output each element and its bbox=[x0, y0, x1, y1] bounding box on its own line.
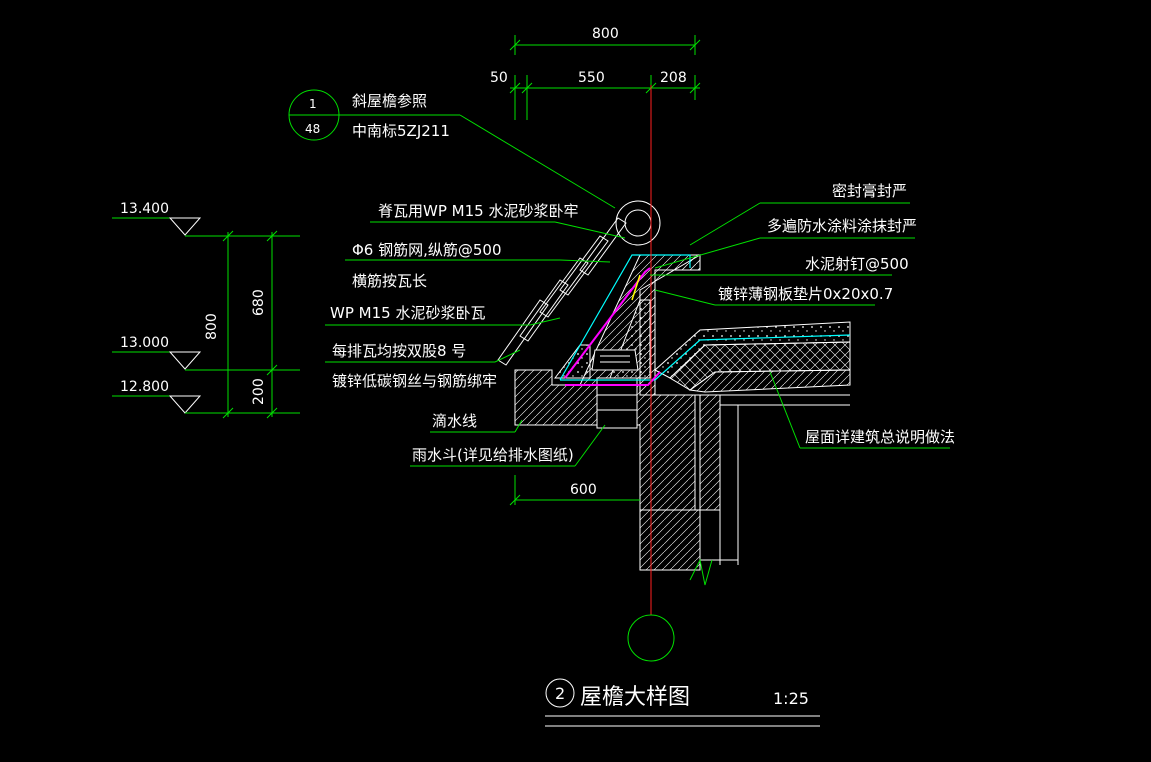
elevation-marks bbox=[112, 217, 300, 419]
note-wire-line2: 镀锌低碳钢丝与钢筋绑牢 bbox=[332, 372, 497, 390]
dim-800-left: 800 bbox=[204, 313, 220, 340]
eave-section bbox=[497, 200, 851, 571]
detail-ref-number: 1 bbox=[309, 97, 317, 111]
dim-800-top: 800 bbox=[592, 26, 619, 42]
note-drip: 滴水线 bbox=[432, 412, 477, 430]
elevation-13000: 13.000 bbox=[120, 335, 169, 351]
left-leaders bbox=[325, 221, 640, 506]
dim-550: 550 bbox=[578, 70, 605, 86]
note-ref-line1: 斜屋檐参照 bbox=[352, 92, 427, 110]
title-number: 2 bbox=[555, 684, 565, 703]
title-name: 屋檐大样图 bbox=[580, 685, 690, 710]
note-sealant: 密封膏封严 bbox=[832, 182, 907, 200]
dim-200: 200 bbox=[251, 378, 267, 405]
axis-line bbox=[627, 85, 713, 662]
right-leaders bbox=[650, 202, 950, 449]
dim-600: 600 bbox=[570, 482, 597, 498]
drawing-title bbox=[545, 678, 820, 727]
note-waterproof: 多遍防水涂料涂抹封严 bbox=[767, 217, 917, 235]
note-mesh-line2: 横筋按瓦长 bbox=[352, 272, 427, 290]
note-plate: 镀锌薄钢板垫片0x20x0.7 bbox=[718, 285, 893, 303]
note-mesh-line1: Φ6 钢筋网,纵筋@500 bbox=[352, 241, 502, 259]
note-rain-hopper: 雨水斗(详见给排水图纸) bbox=[412, 446, 574, 464]
title-scale: 1:25 bbox=[773, 689, 809, 708]
elevation-12800: 12.800 bbox=[120, 379, 169, 395]
note-ref-line2: 中南标5ZJ211 bbox=[352, 122, 450, 140]
elevation-13400: 13.400 bbox=[120, 201, 169, 217]
dim-680: 680 bbox=[251, 289, 267, 316]
dim-50: 50 bbox=[490, 70, 508, 86]
note-nail: 水泥射钉@500 bbox=[805, 255, 909, 273]
detail-ref-sheet: 48 bbox=[305, 122, 320, 136]
note-wire-line1: 每排瓦均按双股8 号 bbox=[332, 342, 466, 360]
note-roof: 屋面详建筑总说明做法 bbox=[805, 428, 955, 446]
note-tile-mortar: WP M15 水泥砂浆卧瓦 bbox=[330, 304, 485, 322]
dim-208: 208 bbox=[660, 70, 687, 86]
detail-reference-symbol bbox=[288, 89, 616, 209]
note-ridge-tile: 脊瓦用WP M15 水泥砂浆卧牢 bbox=[378, 202, 578, 220]
